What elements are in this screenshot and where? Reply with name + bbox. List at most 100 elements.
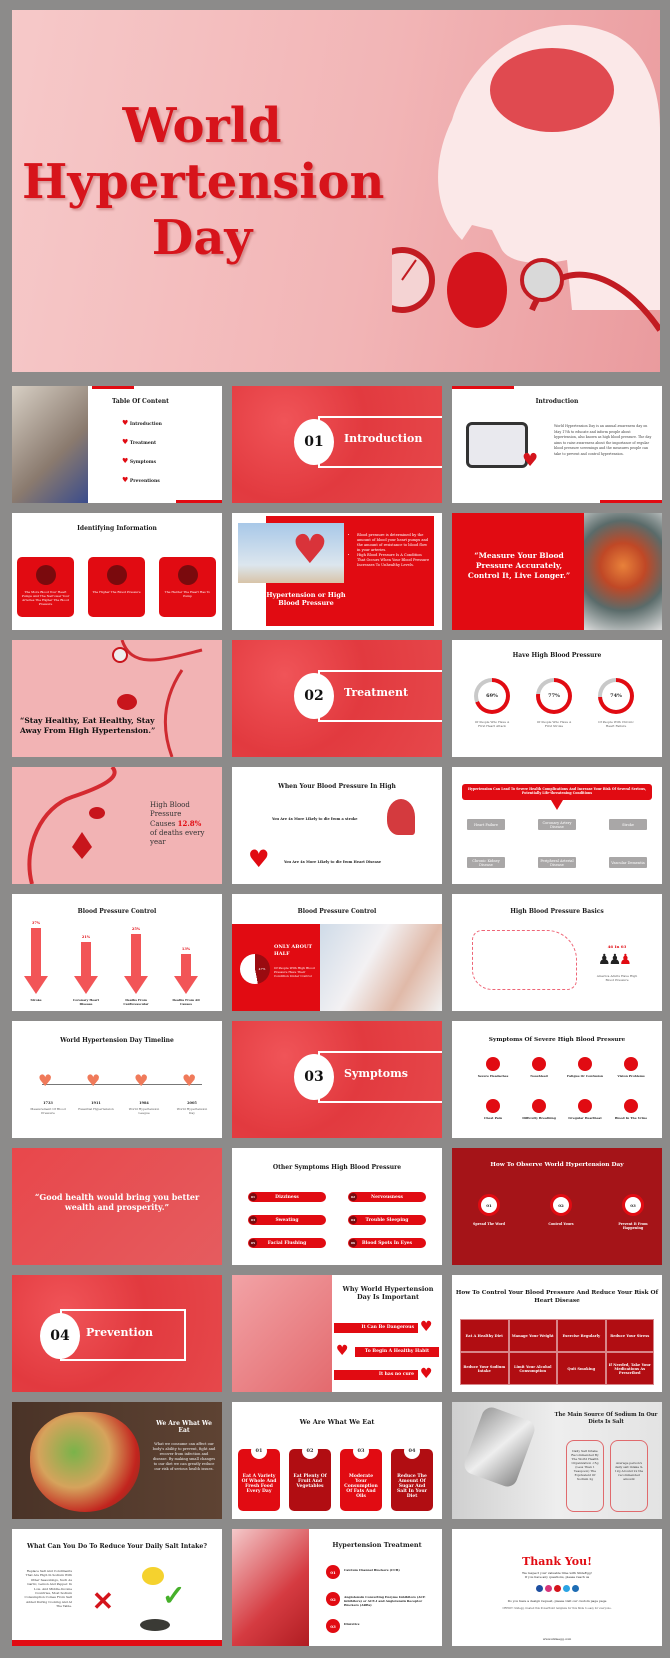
slide-identifying-information[interactable]: Identifying Information The More Blood Y… [12,513,222,630]
eat-text: What we consume can affect our body's ab… [152,1442,216,1471]
arrow-label: Deaths From All Causes [172,998,200,1006]
slide-table-of-content[interactable]: Table Of Content ♥ Introduction ♥ Treatm… [12,386,222,503]
credit-text: CREDIT: Slidegg created this PowerPoint … [502,1607,612,1610]
head-brain-icon [387,799,415,835]
arrow-down-icon [551,800,563,810]
cross-icon: ✕ [92,1587,114,1617]
slide-section-introduction[interactable]: 01 Introduction [232,386,442,503]
heart-drop-icon: ♥ [38,1071,53,1090]
bullet: High Blood Pressure Is A Condition That … [357,553,430,568]
pepper-icon [140,1619,170,1631]
slide-title: How To Observe World Hypertension Day [490,1162,624,1168]
reason-bar: It has no cure [334,1370,418,1380]
slide-title: We Are What We Eat [156,1420,212,1434]
twitter-icon[interactable] [562,1585,570,1592]
slide-quote-stay-healthy[interactable]: “Stay Healthy, Eat Healthy, Stay Away Fr… [12,640,222,757]
slide-basics[interactable]: High Blood Pressure Basics 46 In 03 ♟♟♟ … [452,894,662,1011]
symptom-icon [624,1099,638,1113]
slide-title: Blood Pressure Control [297,908,377,915]
slide-blood-pressure-control-half[interactable]: Blood Pressure Control 47% ONLY ABOUT HA… [232,894,442,1011]
quote-text: “Stay Healthy, Eat Healthy, Stay Away Fr… [20,716,156,735]
toc-item[interactable]: ♥ Symptoms [122,456,157,465]
slide-quote-good-health[interactable]: “Good health would bring you better weal… [12,1148,222,1265]
slide-title: Identifying Information [77,525,157,532]
slide-thank-you[interactable]: Thank You! We respect your valuable time… [452,1529,662,1646]
youtube-icon[interactable] [553,1585,561,1592]
stethoscope-photo [232,1275,332,1392]
info-card: The Higher The Blood Pressure [88,557,145,617]
slide-how-to-control[interactable]: How To Control Your Blood Pressure And R… [452,1275,662,1392]
slide-title: Other Symptoms High Blood Pressure [272,1164,402,1171]
website-link[interactable]: www.slideegg.com [542,1637,572,1641]
heart-pulse-icon: ♥ [122,418,129,427]
slide-title: Introduction [535,398,579,405]
complications-header: Hypertension Can Lead To Severe Health C… [462,784,652,800]
ring-caption: Of People With Chronic Heart Failure [598,720,634,728]
slide-severe-symptoms[interactable]: Symptoms Of Severe High Blood Pressure S… [452,1021,662,1138]
slide-reduce-salt[interactable]: What Can You Do To Reduce Your Daily Sal… [12,1529,222,1646]
arrow-label: Deaths From Cardiovascular [123,998,149,1006]
symptom-icon [624,1057,638,1071]
slide-title: How To Control Your Blood Pressure And R… [455,1290,659,1304]
instagram-icon[interactable] [544,1585,552,1592]
arrow-pct: 21% [81,935,91,939]
doctor-photo [12,386,88,503]
slide-quote-measure[interactable]: “Measure Your Blood Pressure Accurately,… [452,513,662,630]
control-tip: Eat A Healthy Diet [460,1319,509,1352]
slide-title: High Blood Pressure Basics [510,908,604,915]
slide-we-are-what-we-eat-photo[interactable]: We Are What We Eat What we consume can a… [12,1402,222,1519]
bullet: Blood pressure is determined by the amou… [357,533,430,553]
control-tip: Exercise Regularly [557,1319,606,1352]
slide-section-symptoms[interactable]: 03 Symptoms [232,1021,442,1138]
info-card: The More Blood Your Heart Pumps And The … [17,557,74,617]
toc-item[interactable]: ♥ Preventions [122,475,160,484]
heart-pulse-icon: ♥ [248,845,270,873]
facebook-icon[interactable] [535,1585,543,1592]
slide-sodium[interactable]: The Main Source Of Sodium In Our Diets I… [452,1402,662,1519]
toc-item[interactable]: ♥ Introduction [122,418,162,427]
slide-introduction[interactable]: Introduction ♥ World Hypertension Day is… [452,386,662,503]
heart-icon: ♥ [420,1366,433,1382]
arrow-label: Coronary Heart Disease [72,998,100,1006]
bp-check-photo [232,1529,309,1646]
stroke-stat: You Are 4x More Likely to die from a str… [272,817,358,821]
info-card: The Harder The Heart Has To Pump [159,557,216,617]
slide-section-treatment[interactable]: 02 Treatment [232,640,442,757]
section-number: 04 [40,1313,80,1359]
slide-high-blood-pressure[interactable]: ♥ Hypertension or High Blood Pressure Bl… [232,513,442,630]
basics-caption: America Adults Have High Blood Pressure [596,974,638,982]
slide-title: Symptoms Of Severe High Blood Pressure [488,1037,626,1043]
slide-title: Hypertension Treatment [332,1541,422,1549]
section-label: Treatment [344,686,409,699]
slide-title: When Your Blood Pressure In High [278,783,396,790]
heart-pulse-icon: ♥ [122,437,129,446]
control-tip: Manage Your Weight [508,1319,557,1352]
slide-have-high-blood-pressure[interactable]: Have High Blood Pressure 69% 77% 74% Of … [452,640,662,757]
condition-box: Vascular Dementia [609,857,647,868]
slide-observe[interactable]: How To Observe World Hypertension Day 01… [452,1148,662,1265]
bp-monitor-image [466,422,528,468]
heart-drop-icon: ♥ [182,1071,197,1090]
slide-why-important[interactable]: Why World Hypertension Day Is Important … [232,1275,442,1392]
condition-box: Coronary Artery Disease [538,819,576,830]
slide-when-high[interactable]: When Your Blood Pressure In High You Are… [232,767,442,884]
linkedin-icon[interactable] [571,1585,579,1592]
control-tip: Quit Smoking [557,1352,606,1385]
symptom-icon [532,1099,546,1113]
heart-stat: You Are 4x More Likely to die from Heart… [284,860,382,864]
slide-section-prevention[interactable]: 04 Prevention [12,1275,222,1392]
stethoscope-heart-illustration [27,767,117,884]
toc-item[interactable]: ♥ Treatment [122,437,157,446]
slide-complications[interactable]: Hypertension Can Lead To Severe Health C… [452,767,662,884]
heart-icon: ♥ [336,1343,349,1359]
